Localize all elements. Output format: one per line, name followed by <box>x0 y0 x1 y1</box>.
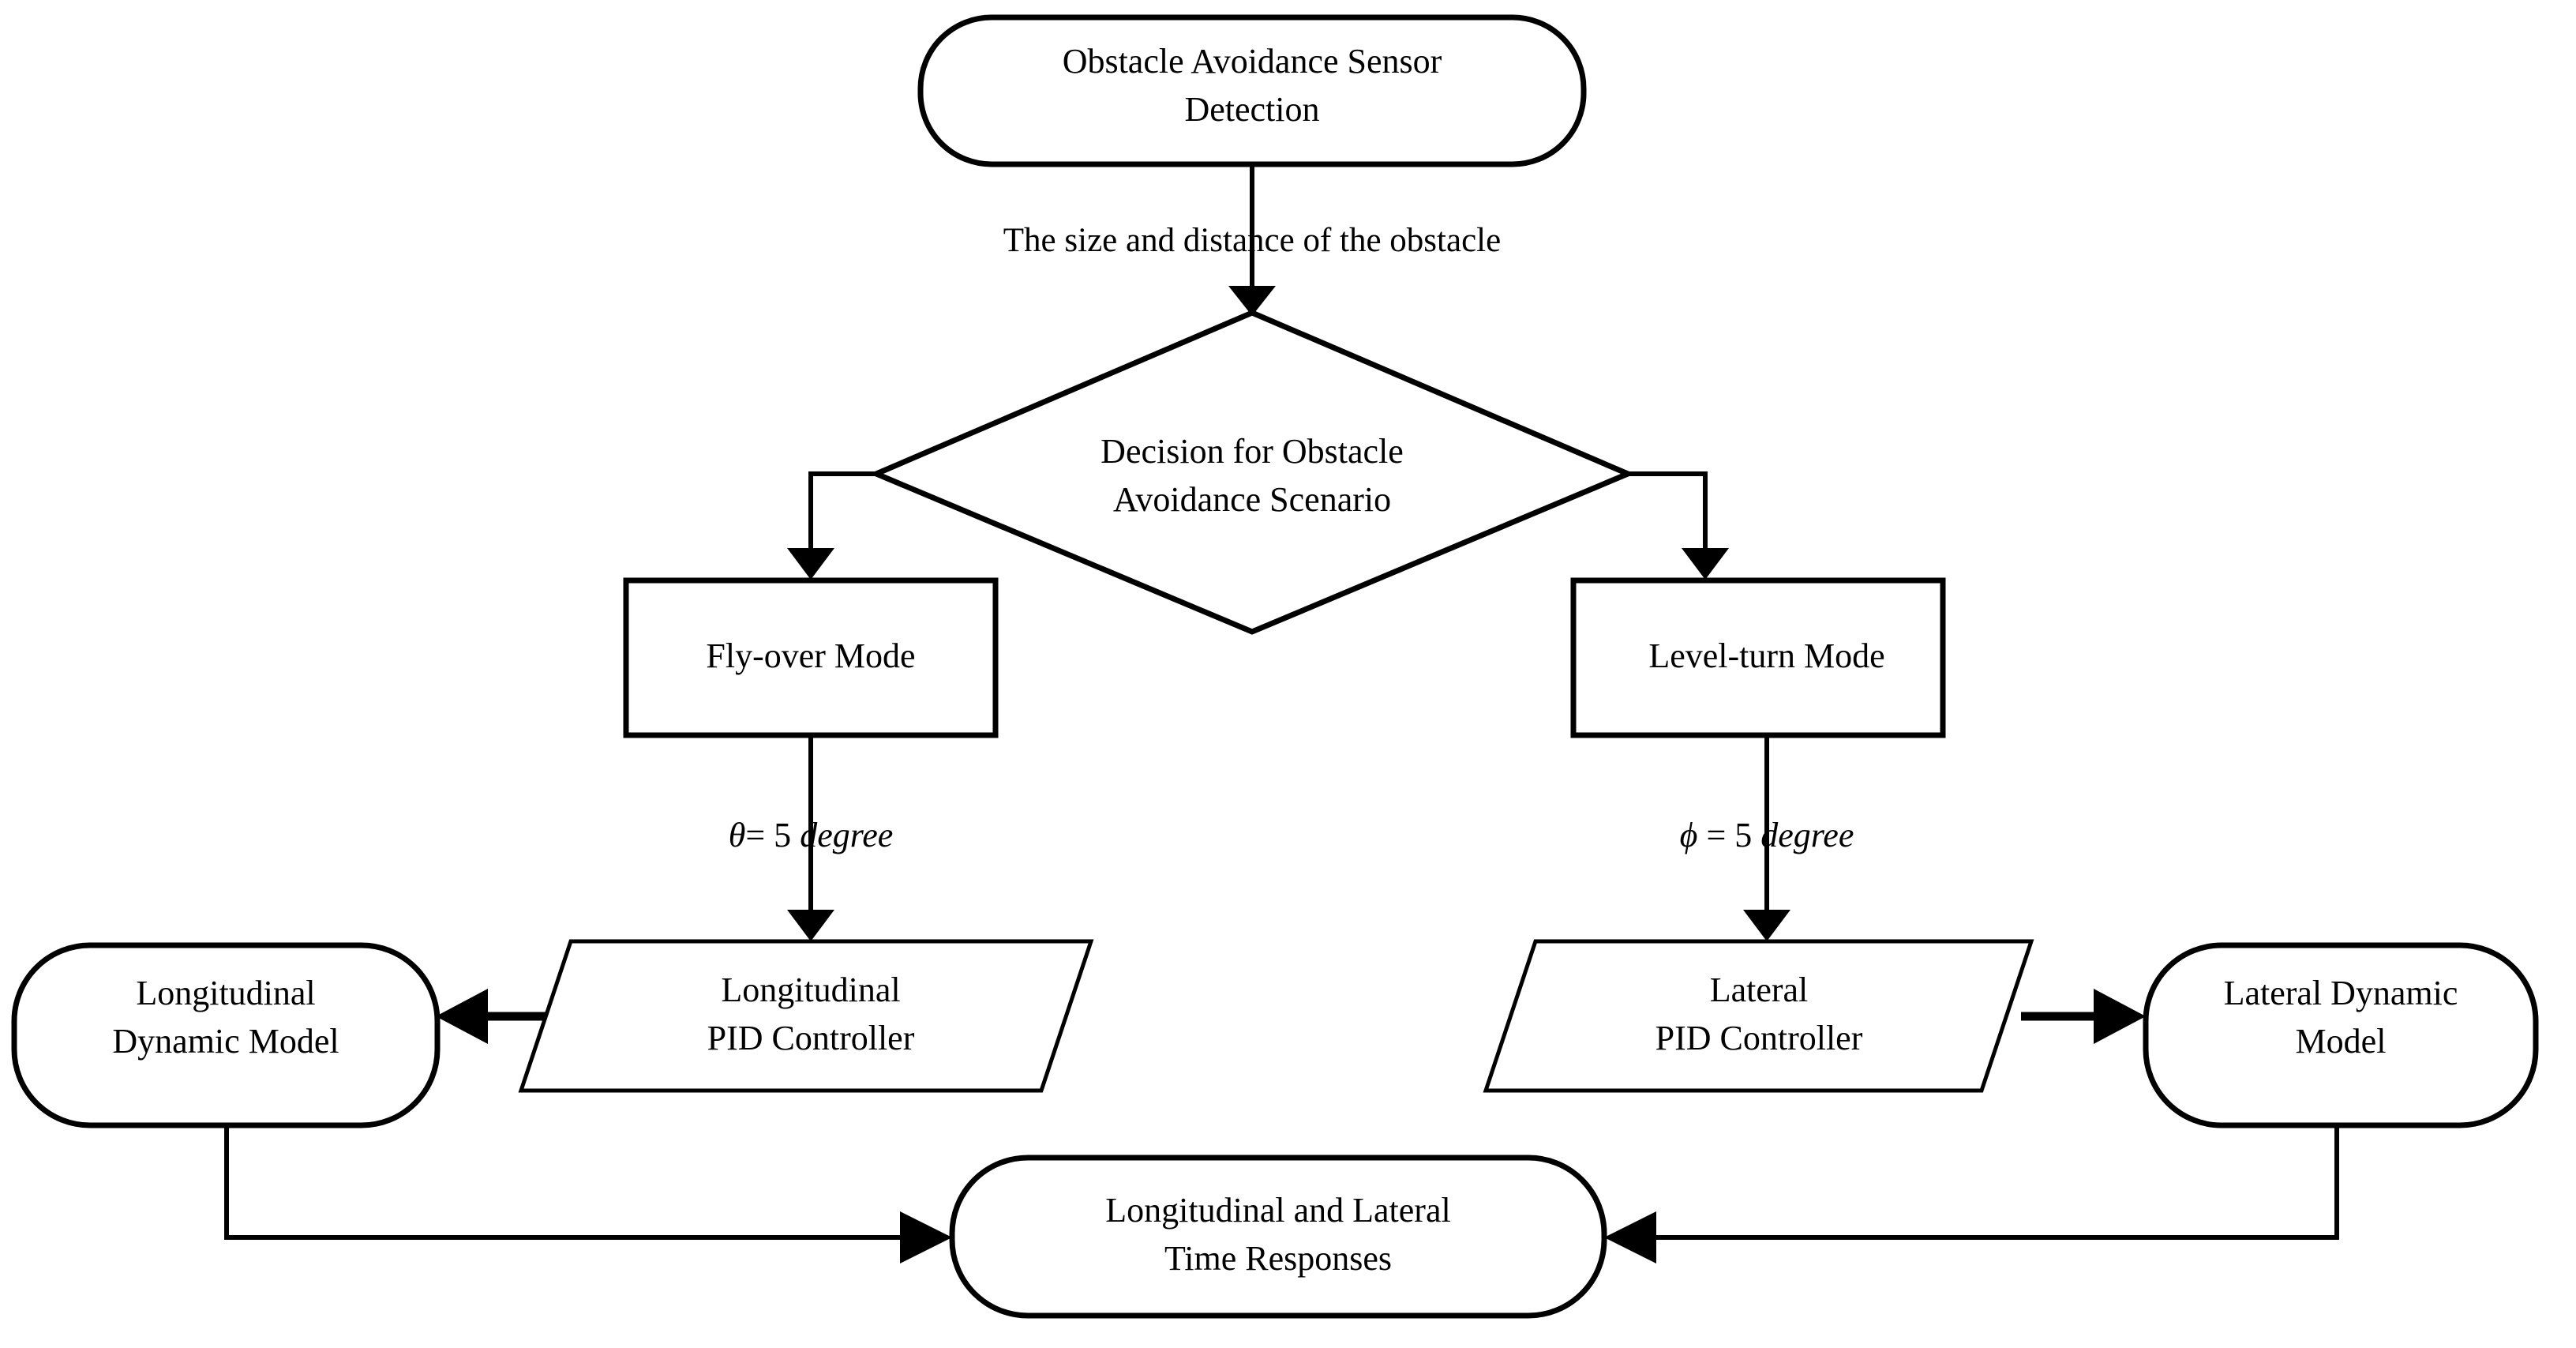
edge-lateral-model-to-responses <box>1604 1090 2339 1264</box>
level-turn-mode-label: Level-turn Mode <box>1648 636 1884 675</box>
longitudinal-pid-shape <box>518 939 1094 1093</box>
level-turn-mode-shape <box>1570 577 1946 738</box>
lateral-pid-shape <box>1483 939 2034 1093</box>
edge-line <box>1644 1090 2339 1240</box>
arrowhead-left <box>436 989 488 1044</box>
edge-decision-to-flyover <box>787 471 878 580</box>
fly-over-mode-shape <box>623 577 999 738</box>
longitudinal-dynamic-model-label-line2: Dynamic Model <box>112 1022 339 1061</box>
edge-label-theta: θ= 5 degree <box>729 816 894 854</box>
arrowhead-down <box>787 910 834 941</box>
time-responses-label-line1: Longitudinal and Lateral <box>1105 1191 1450 1230</box>
arrowhead-down <box>1743 910 1790 941</box>
lateral-dynamic-model-shape <box>2143 942 2539 1128</box>
decision-shape <box>869 310 1635 635</box>
edge-line <box>808 471 878 562</box>
longitudinal-pid-label-line1: Longitudinal <box>721 971 900 1009</box>
phi-equals: = 5 <box>1697 816 1760 854</box>
edge-longitudinal-model-to-responses <box>224 1125 952 1264</box>
lateral-dynamic-model-label-line1: Lateral Dynamic <box>2224 974 2458 1012</box>
edge-lateral-pid-to-model <box>2021 989 2146 1044</box>
arrowhead-right <box>900 1211 952 1264</box>
node-decision[interactable]: Decision for Obstacle Avoidance Scenario <box>869 310 1635 635</box>
decision-label-line1: Decision for Obstacle <box>1101 432 1404 471</box>
arrowhead-down <box>1228 286 1276 316</box>
node-lateral-pid-controller[interactable]: Lateral PID Controller <box>1483 939 2034 1093</box>
edge-line <box>1626 471 1708 562</box>
fly-over-mode-label: Fly-over Mode <box>706 636 915 675</box>
edge-decision-to-levelturn <box>1626 471 1729 580</box>
longitudinal-dynamic-model-label-line1: Longitudinal <box>136 974 315 1012</box>
theta-equals: = 5 <box>745 816 800 854</box>
node-sensor-detection[interactable]: Obstacle Avoidance Sensor Detection <box>917 14 1587 167</box>
phi-symbol: ϕ <box>1680 816 1698 854</box>
node-level-turn-mode[interactable]: Level-turn Mode <box>1570 577 1946 738</box>
longitudinal-dynamic-model-shape <box>11 942 441 1128</box>
edge-flyover-to-longitudinal-pid <box>787 734 834 941</box>
lateral-pid-label-line2: PID Controller <box>1655 1019 1863 1057</box>
edge-levelturn-to-lateral-pid <box>1743 734 1790 941</box>
edge-line <box>224 1125 912 1240</box>
time-responses-shape <box>949 1155 1607 1319</box>
theta-unit: degree <box>800 816 893 854</box>
arrowhead-down <box>787 548 834 580</box>
arrowhead-left <box>1604 1211 1656 1264</box>
time-responses-label-line2: Time Responses <box>1164 1239 1392 1278</box>
node-longitudinal-dynamic-model[interactable]: Longitudinal Dynamic Model <box>11 942 441 1128</box>
lateral-dynamic-model-label-line2: Model <box>2296 1022 2387 1061</box>
phi-unit: degree <box>1760 816 1854 854</box>
node-time-responses[interactable]: Longitudinal and Lateral Time Responses <box>949 1155 1607 1319</box>
edge-label-phi: ϕ = 5 degree <box>1680 816 1854 854</box>
decision-label-line2: Avoidance Scenario <box>1113 480 1391 519</box>
longitudinal-pid-label-line2: PID Controller <box>707 1019 915 1057</box>
node-lateral-dynamic-model[interactable]: Lateral Dynamic Model <box>2143 942 2539 1128</box>
edge-label-sensor-to-decision: The size and distance of the obstacle <box>1003 222 1501 259</box>
sensor-detection-shape <box>917 14 1587 167</box>
edge-sensor-to-decision <box>1228 164 1276 316</box>
node-fly-over-mode[interactable]: Fly-over Mode <box>623 577 999 738</box>
arrowhead-right <box>2094 989 2146 1044</box>
arrowhead-down <box>1682 548 1729 580</box>
lateral-pid-label-line1: Lateral <box>1710 971 1809 1009</box>
sensor-detection-label-line2: Detection <box>1184 90 1319 129</box>
node-longitudinal-pid-controller[interactable]: Longitudinal PID Controller <box>518 939 1094 1093</box>
sensor-detection-label-line1: Obstacle Avoidance Sensor <box>1063 42 1442 81</box>
theta-symbol: θ <box>729 816 746 854</box>
edge-longitudinal-pid-to-model <box>436 989 553 1044</box>
